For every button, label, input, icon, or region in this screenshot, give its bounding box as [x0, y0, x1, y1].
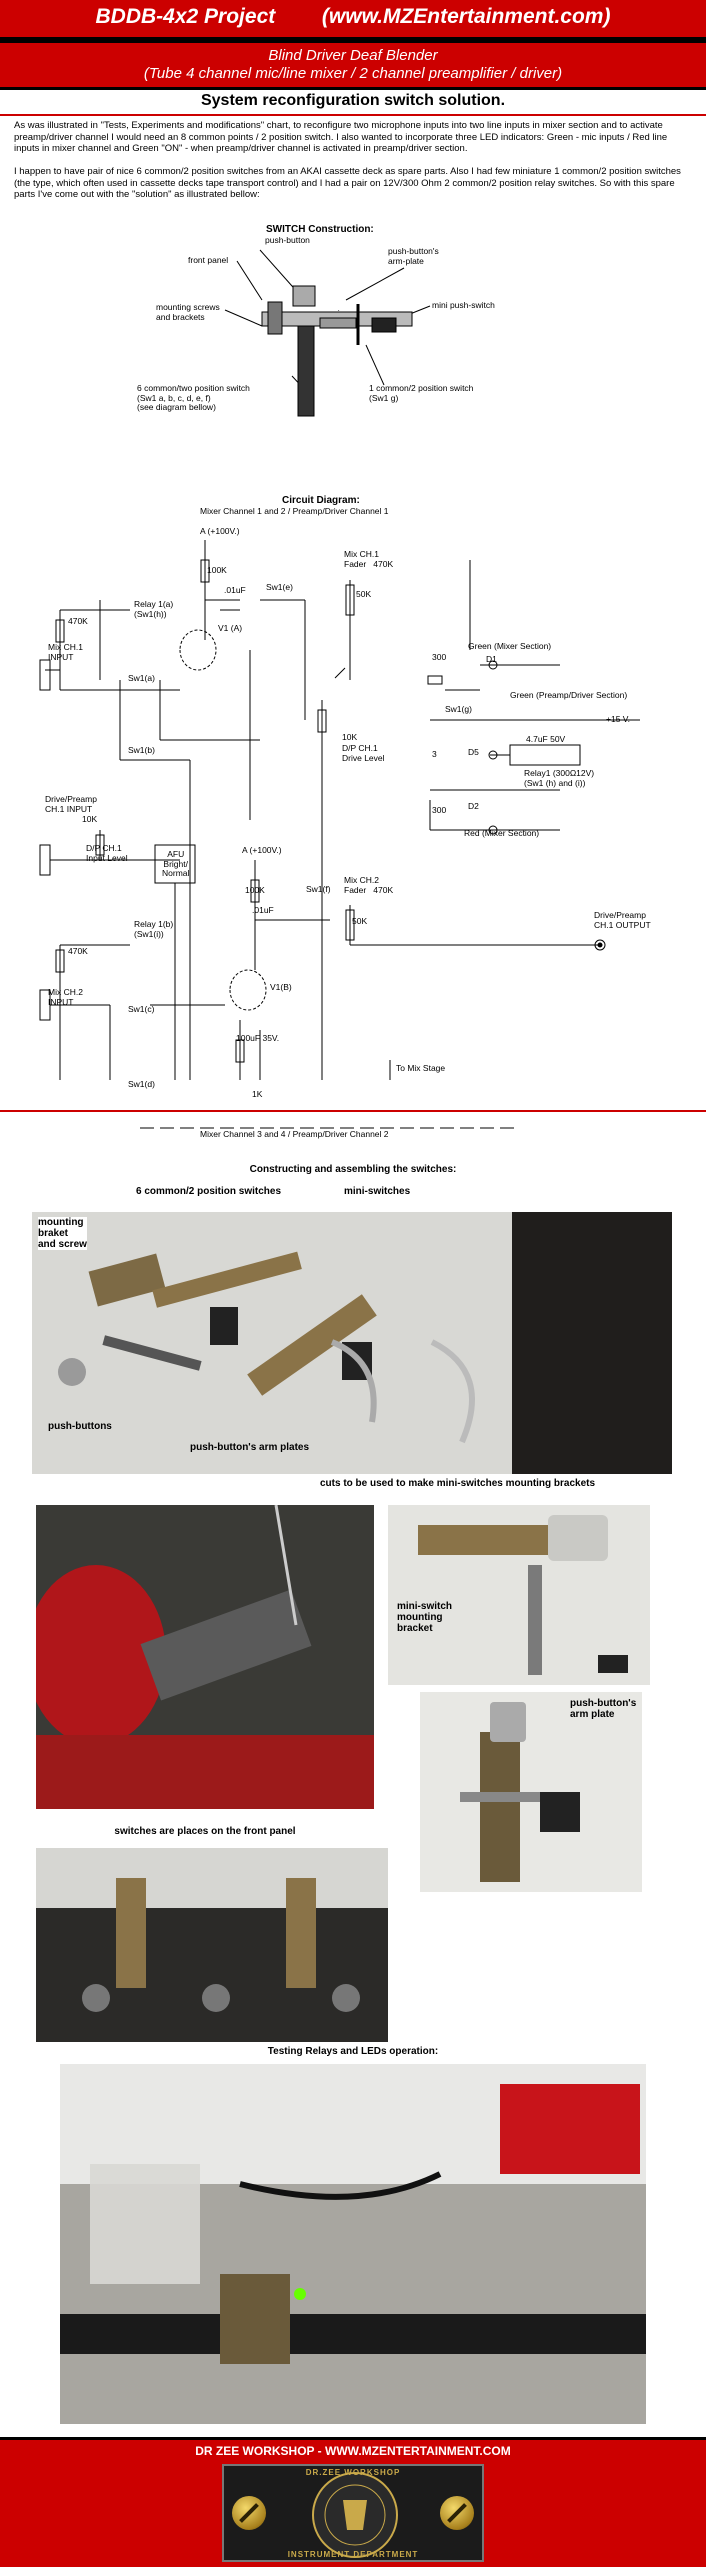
sw1g-label: Sw1(g)	[445, 704, 472, 714]
front-panel-label: front panel	[188, 255, 229, 265]
mix1-fader-label: Mix CH.1 Fader 470K	[344, 549, 394, 569]
green-preamp-label: Green (Preamp/Driver Section)	[510, 690, 628, 700]
sw1e-label: Sw1(e)	[266, 582, 293, 592]
switch-construction-title: SWITCH Construction:	[266, 224, 374, 235]
mini-bracket-label: mini-switch mounting bracket	[397, 1601, 453, 1634]
logo-text-bottom: INSTRUMENT DEPARTMENT	[287, 2550, 419, 2559]
three-label: 3	[432, 749, 437, 759]
relay1a-label: Relay 1(a) (Sw1(h))	[134, 599, 174, 619]
six-common-photo-label: 6 common/2 position switches	[136, 1186, 282, 1197]
header-bar: BDDB-4x2 Project (www.MZEntertainment.co…	[0, 0, 706, 40]
mix-stage-label: To Mix Stage	[396, 1063, 446, 1073]
d1-label: D1	[486, 654, 497, 664]
d2-label: D2	[468, 801, 479, 811]
testing-caption: Testing Relays and LEDs operation:	[267, 2046, 439, 2057]
footer-text: DR ZEE WORKSHOP - WWW.MZENTERTAINMENT.CO…	[195, 2444, 511, 2458]
cap47-label: 4.7uF 50V	[526, 734, 566, 744]
section-title: System reconfiguration switch solution.	[0, 92, 706, 116]
cap100-label: 100uF 35V.	[236, 1033, 280, 1043]
workshop-logo: DR.ZEE WORKSHOP INSTRUMENT DEPARTMENT	[222, 2464, 484, 2562]
subtitle-bar: Blind Driver Deaf Blender (Tube 4 channe…	[0, 40, 706, 90]
intro-paragraph-1: As was illustrated in "Tests, Experiment…	[14, 120, 668, 154]
k10-label-1: 10K	[82, 814, 98, 824]
circuit-bottom-label: Mixer Channel 3 and 4 / Preamp/Driver Ch…	[200, 1129, 389, 1139]
circuit-top-label: Mixer Channel 1 and 2 / Preamp/Driver Ch…	[200, 506, 389, 516]
mounting-photo-label: mounting braket and screw	[38, 1217, 87, 1250]
page-title: BDDB-4x2 Project (www.MZEntertainment.co…	[95, 5, 611, 28]
k10-label-2: 10K	[342, 732, 358, 742]
photo-arm-plate	[420, 1692, 642, 1892]
green-mixer-label: Green (Mixer Section)	[468, 641, 552, 651]
afu-label: AFU Bright/ Normal	[162, 849, 190, 878]
k50-label-1: 50K	[356, 589, 372, 599]
r470k-label-2: 470K	[68, 946, 88, 956]
screw-icon-left	[232, 2496, 266, 2530]
front-panel-caption: switches are places on the front panel	[114, 1826, 296, 1837]
sw1d-label: Sw1(d)	[128, 1079, 155, 1089]
photo-drilling	[36, 1505, 374, 1809]
photo-front-panel	[36, 1848, 388, 2042]
screw-icon-right	[440, 2496, 474, 2530]
badge-emblem-icon	[312, 2472, 398, 2558]
k1-label: 1K	[252, 1089, 263, 1099]
section-divider	[0, 1110, 706, 1112]
dp-drive-label: D/P CH.1 Drive Level	[342, 743, 385, 763]
photo-switch-parts	[32, 1212, 672, 1474]
d5-label: D5	[468, 747, 479, 757]
push-buttons-photo-label: push-buttons	[48, 1421, 112, 1432]
photo-mini-bracket	[388, 1505, 650, 1685]
logo-text-top: DR.ZEE WORKSHOP	[305, 2468, 401, 2477]
dp-output-label: Drive/Preamp CH.1 OUTPUT	[594, 910, 651, 930]
subtitle-line-2: (Tube 4 channel mic/line mixer / 2 chann…	[143, 65, 563, 82]
mounting-label: mounting screws and brackets	[156, 302, 220, 322]
relay1b-label: Relay 1(b) (Sw1(i))	[134, 919, 174, 939]
circuit-diagram-title: Circuit Diagram:	[282, 495, 360, 506]
sw1a-label: Sw1(a)	[128, 673, 155, 683]
c01-label-2: .01uF	[252, 905, 274, 915]
circuit-diagram	[39, 540, 640, 1129]
mix2-fader-label: Mix CH.2 Fader 470K	[344, 875, 394, 895]
subtitle-line-1: Blind Driver Deaf Blender	[268, 47, 438, 64]
dp-input-label: Drive/Preamp CH.1 INPUT	[45, 794, 97, 814]
k50-label-2: 50K	[352, 916, 368, 926]
r300-label-2: 300	[432, 805, 447, 815]
mix-ch1-input-label: Mix CH.1 INPUT	[48, 642, 83, 662]
sw1b-label: Sw1(b)	[128, 745, 155, 755]
sw1f-label: Sw1(f)	[306, 884, 331, 894]
plus15-label: +15 V.	[606, 714, 631, 724]
relay1-label: Relay1 (300Ω12V) (Sw1 (h) and (i))	[524, 768, 595, 788]
push-button-label: push-button	[265, 235, 310, 245]
r100k-label-2: 100K	[245, 885, 265, 895]
assembly-title: Constructing and assembling the switches…	[249, 1164, 457, 1175]
red-mixer-label: Red (Mixer Section)	[464, 828, 540, 838]
six-common-label: 6 common/two position switch (Sw1 a, b, …	[137, 383, 250, 412]
cuts-photo-label: cuts to be used to make mini-switches mo…	[320, 1478, 596, 1489]
arm-plates-photo-label: push-button's arm plates	[190, 1442, 310, 1453]
mix-ch2-input-label: Mix CH.2 INPUT	[48, 987, 83, 1007]
r300-label-1: 300	[432, 652, 447, 662]
sw1c-label: Sw1(c)	[128, 1004, 155, 1014]
arm-plate-photo-label: push-button's arm plate	[570, 1698, 637, 1720]
v1a-label: V1 (A)	[218, 623, 243, 633]
mini-push-label: mini push-switch	[432, 300, 495, 310]
photo-testing	[60, 2064, 646, 2424]
r100k-label-1: 100K	[207, 565, 227, 575]
v1b-label: V1(B)	[270, 982, 292, 992]
one-common-label: 1 common/2 position switch (Sw1 g)	[369, 383, 474, 403]
a100v-label-1: A (+100V.)	[200, 526, 240, 536]
arm-plate-label: push-button's arm-plate	[388, 246, 439, 266]
intro-paragraph-2: I happen to have pair of nice 6 common/2…	[14, 166, 681, 200]
mini-switches-photo-label: mini-switches	[344, 1186, 411, 1197]
c01-label-1: .01uF	[224, 585, 246, 595]
switch-construction-drawing	[224, 249, 431, 417]
r470k-label-1: 470K	[68, 616, 88, 626]
a100v-label-2: A (+100V.)	[242, 845, 282, 855]
dp-level-label: D/P CH.1 Input Level	[86, 843, 128, 863]
